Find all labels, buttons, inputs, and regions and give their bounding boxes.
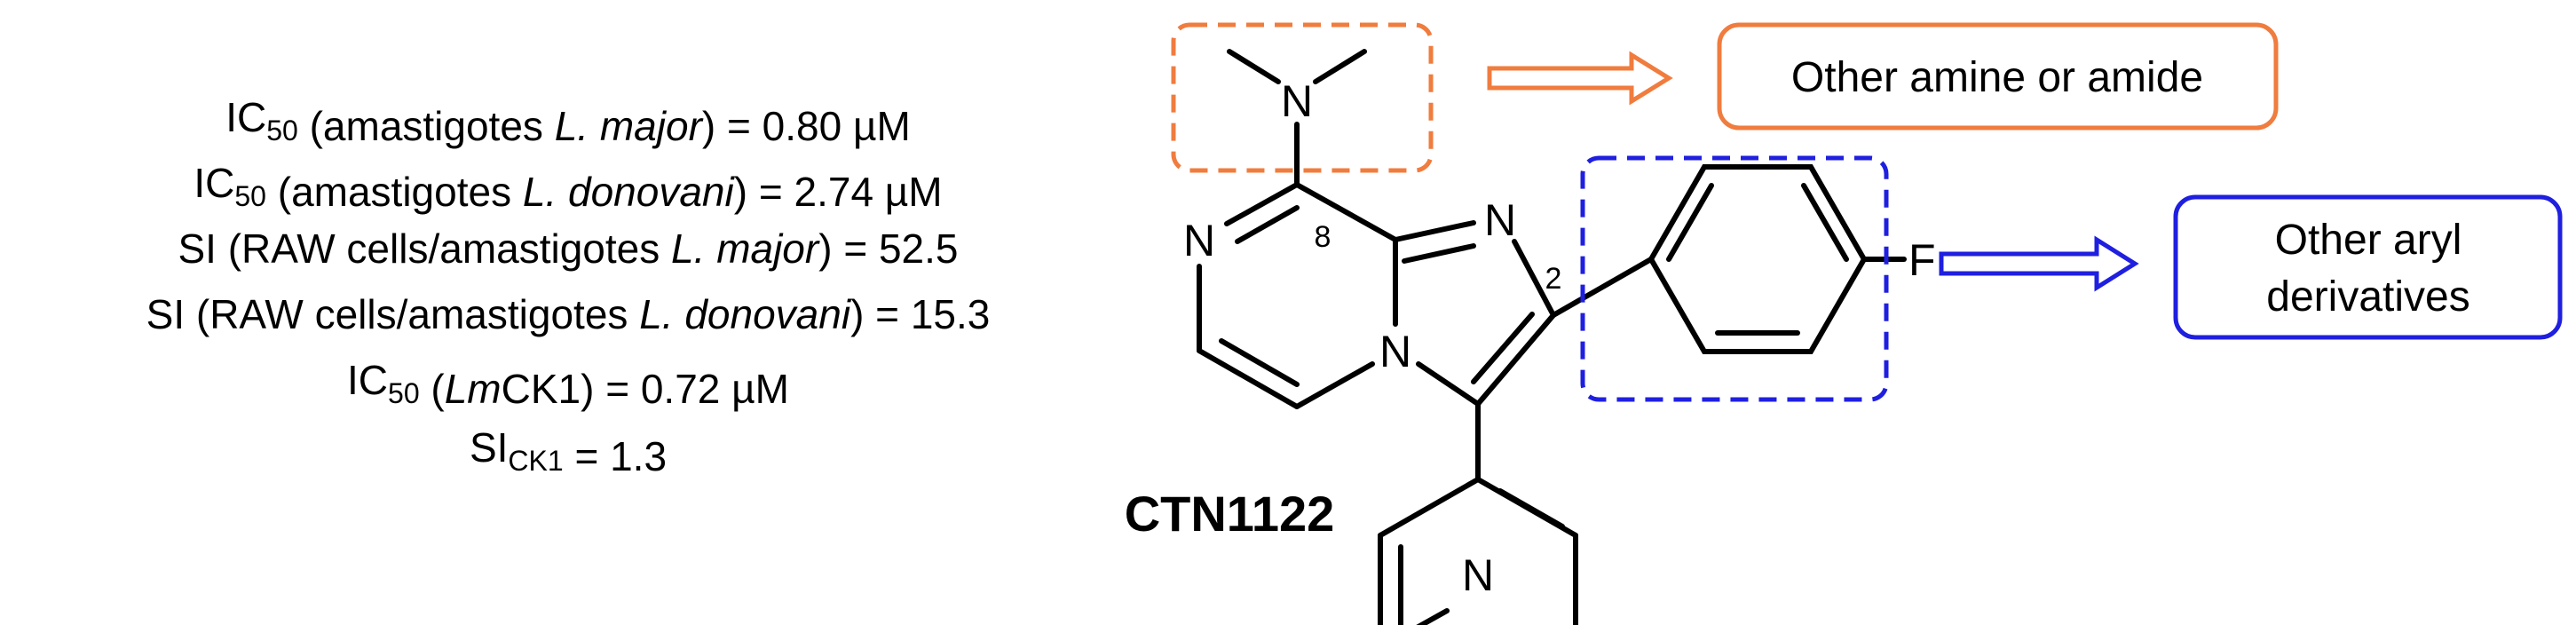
amine-modification: Other amine or amide	[1717, 22, 2279, 131]
amine-modification-box	[1717, 22, 2279, 131]
property-line: IC50 (amastigotes L. donovani) = 2.74 µM	[194, 160, 942, 215]
compound-name: CTN1122	[1125, 486, 1335, 542]
bond	[1666, 183, 1714, 262]
aryl-highlight-box	[1580, 155, 1889, 402]
bond	[1294, 361, 1375, 409]
bond	[1378, 477, 1481, 538]
aryl-modification-label-line-1: Other aryl	[2275, 217, 2462, 264]
amine-modification-label: Other amine or amide	[1791, 54, 2203, 101]
locant-8: 8	[1315, 220, 1331, 254]
property-line: SI (RAW cells/amastigotes L. major) = 52…	[178, 225, 958, 272]
aryl-modification-arrow	[1939, 235, 2139, 292]
bond	[1313, 49, 1367, 84]
bond	[1393, 220, 1476, 242]
fluorine-label: F	[1908, 235, 1936, 285]
bond	[1551, 257, 1654, 318]
amine-modification-arrow	[1487, 51, 1673, 106]
bond	[1224, 182, 1300, 226]
imidazole-nitrogen-label: N	[1484, 195, 1516, 245]
bridge-nitrogen-label: N	[1379, 327, 1411, 376]
molecule-ctn1122: N N N 8 N 2 F	[1125, 49, 1936, 625]
bond	[1801, 183, 1849, 262]
bond	[1227, 49, 1281, 84]
locant-2: 2	[1545, 262, 1562, 296]
aryl-modification: Other aryl derivatives	[2173, 194, 2563, 340]
property-line: SI (RAW cells/amastigotes L. donovani) =…	[146, 291, 991, 337]
bond	[1219, 338, 1300, 387]
bond	[1512, 239, 1556, 318]
bond	[1416, 608, 1450, 625]
aryl-modification-label-line-2: derivatives	[2266, 273, 2469, 320]
bond	[1497, 488, 1565, 529]
bond	[1197, 348, 1300, 409]
bond	[1294, 182, 1398, 242]
bond	[1475, 312, 1556, 407]
amine-nitrogen-label: N	[1281, 76, 1313, 126]
pyridine-nitrogen-label: N	[1462, 550, 1494, 600]
property-line: IC50 (amastigotes L. major) = 0.80 µM	[225, 94, 911, 149]
bond	[1235, 205, 1300, 244]
bond	[1416, 361, 1481, 407]
bond	[1471, 312, 1535, 384]
amine-highlight-box	[1171, 22, 1434, 173]
aryl-modification-box	[2173, 194, 2563, 340]
property-line: SICK1 = 1.3	[470, 424, 667, 479]
activity-properties: IC50 (amastigotes L. major) = 0.80 µM IC…	[146, 94, 991, 479]
fluorophenyl-ring	[1648, 164, 1868, 354]
bond	[1402, 243, 1476, 264]
pyrazine-nitrogen-label: N	[1183, 216, 1215, 265]
property-line: IC50 (LmCK1) = 0.72 µM	[347, 357, 789, 412]
